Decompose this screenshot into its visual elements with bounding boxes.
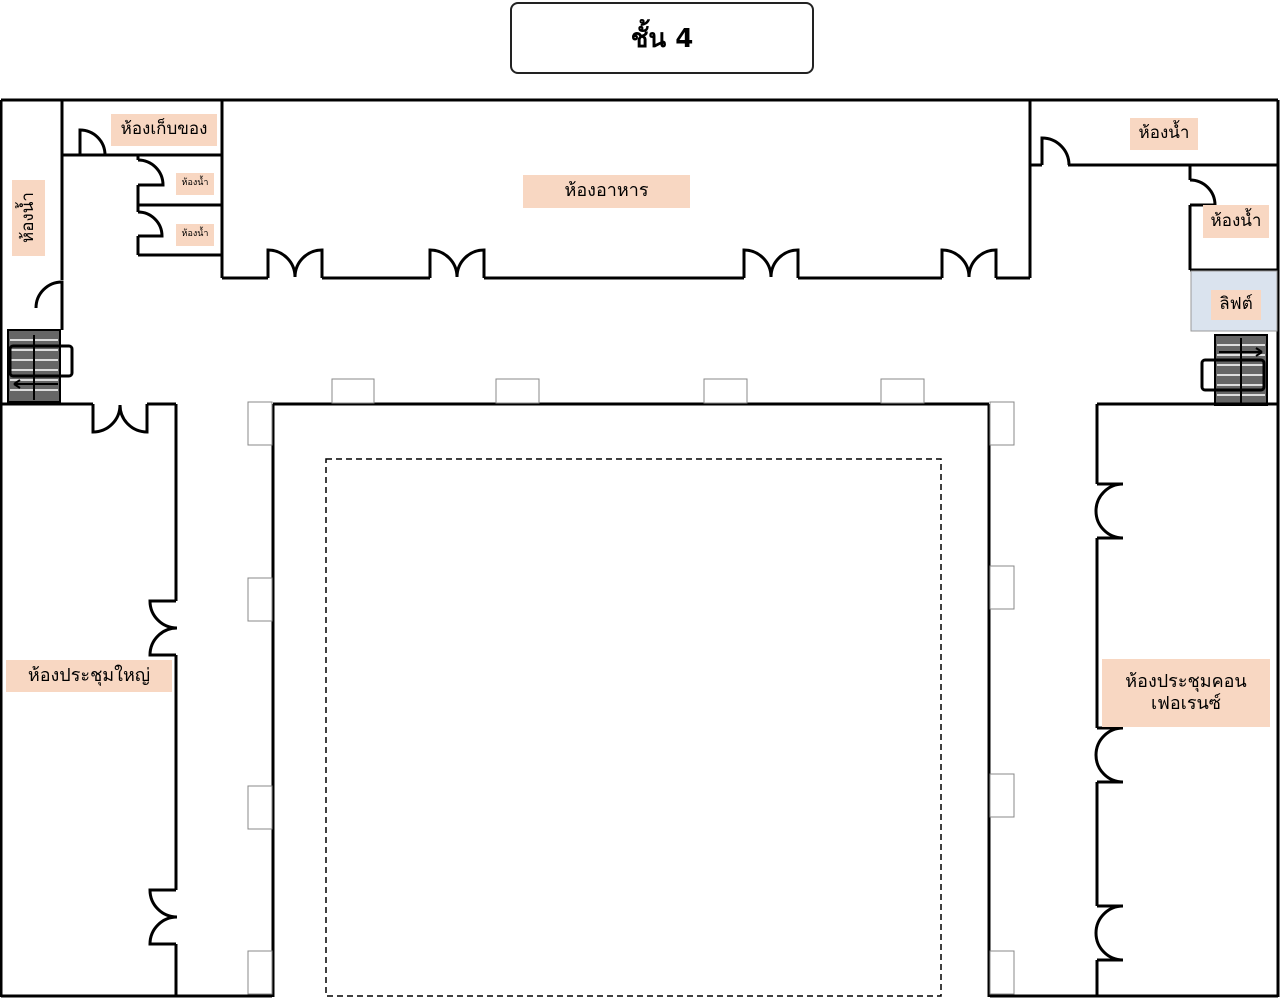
- door-small-restroom-1: [137, 158, 165, 187]
- dining-walls: [222, 100, 1032, 280]
- dining-label: ห้องอาหาร: [523, 175, 690, 208]
- dining-doors: [266, 248, 998, 278]
- right-restroom-label: ห้องน้ำ: [1203, 205, 1269, 238]
- lift-label: ลิฟต์: [1211, 290, 1261, 320]
- right-restroom-walls: [1030, 163, 1278, 272]
- stairs-left: [7, 329, 74, 403]
- left-restroom-label: ห้องน้ำ: [12, 180, 45, 256]
- grand-meeting-walls: [1, 402, 178, 996]
- small-restroom-label-1: ห้องน้ำ: [176, 173, 214, 195]
- door-small-restroom-2: [137, 210, 164, 238]
- top-right-restroom-label: ห้องน้ำ: [1130, 118, 1198, 150]
- door-left-restroom: [34, 280, 64, 309]
- conference-label-line1: ห้องประชุมคอน: [1125, 670, 1247, 692]
- storage-label: ห้องเก็บของ: [111, 114, 217, 146]
- courtyard-dashed-area: [325, 458, 942, 997]
- stairs-right: [1200, 334, 1268, 406]
- grand-meeting-label: ห้องประชุมใหญ่: [6, 660, 172, 692]
- conference-label-line2: เฟอเรนซ์: [1150, 693, 1222, 714]
- conference-label: ห้องประชุมคอน เฟอเรนซ์: [1102, 659, 1270, 727]
- small-restroom-label-2: ห้องน้ำ: [176, 224, 214, 246]
- floor-title: ชั้น 4: [510, 2, 814, 74]
- door-right-restroom: [1189, 178, 1217, 207]
- courtyard: [271, 402, 991, 997]
- columns: [247, 378, 1015, 995]
- door-top-right-restroom: [1040, 136, 1071, 166]
- grand-meeting-doors: [91, 404, 178, 946]
- conference-doors: [1094, 482, 1124, 962]
- conference-walls: [1095, 402, 1278, 996]
- outer-walls: [0, 98, 1280, 998]
- door-storage: [78, 128, 107, 157]
- storage-walls: [62, 100, 224, 278]
